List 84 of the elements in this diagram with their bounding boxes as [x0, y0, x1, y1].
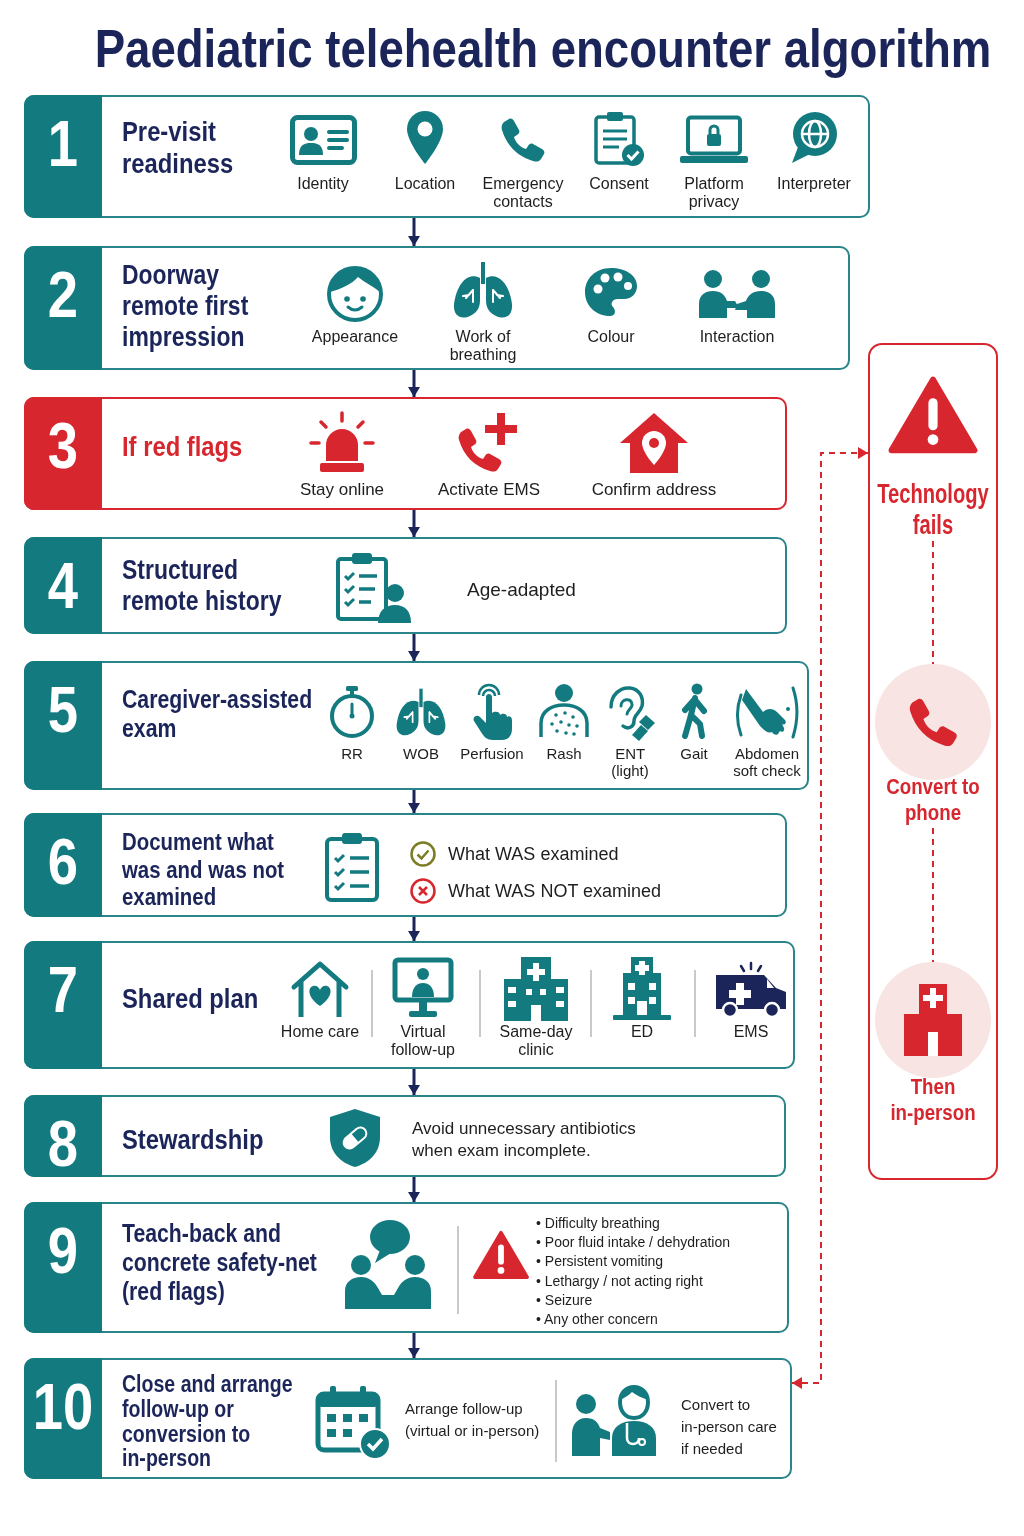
step-number: 7 — [47, 957, 78, 1022]
list-item: • Lethargy / not acting right — [536, 1271, 703, 1290]
item-label: Identity — [297, 175, 349, 194]
step-number: 9 — [47, 1218, 78, 1283]
list-item: • Poor fluid intake / dehydration — [536, 1233, 731, 1252]
step-heading: Stewardship — [122, 1124, 264, 1157]
step-card — [24, 95, 870, 218]
arrow — [408, 218, 420, 246]
step-number: 3 — [47, 413, 78, 478]
alert-heading: Technology fails — [876, 479, 990, 541]
step-heading: Close and arrange follow-up or conversion to in-person — [122, 1372, 294, 1472]
arrow — [408, 917, 420, 941]
step-number: 8 — [47, 1111, 78, 1176]
step-card — [24, 1202, 789, 1333]
arrow — [408, 634, 420, 661]
item-label: Rash — [546, 745, 582, 763]
item-label: RR — [341, 745, 363, 763]
list-item: • Seizure — [536, 1290, 593, 1309]
description-text: Avoid unnecessary antibiotics when exam incomplete. — [412, 1118, 637, 1163]
step-heading: Shared plan — [122, 983, 259, 1016]
item-label: Confirm address — [591, 480, 717, 500]
step-heading: Document what was and was not examined — [122, 828, 286, 911]
dashed-double-headed-arrow — [791, 447, 869, 1389]
item-label: EMS — [733, 1023, 769, 1042]
description-text: Convert to in-person care if needed — [681, 1395, 778, 1459]
item-label: Virtual follow-up — [390, 1023, 456, 1060]
step-number: 2 — [47, 262, 78, 327]
dashed-line — [932, 540, 934, 665]
item-label: Colour — [587, 328, 635, 347]
step-card — [24, 941, 795, 1069]
item-label: Work of breathing — [448, 328, 518, 365]
step-number: 5 — [47, 677, 78, 742]
item-label: Perfusion — [460, 745, 524, 763]
item-label: Abdomen soft check — [732, 745, 802, 780]
step-heading: Caregiver-assisted exam — [122, 685, 314, 743]
step-card — [24, 537, 787, 634]
arrow — [408, 1333, 420, 1358]
item-label: Gait — [680, 745, 708, 763]
arrow — [408, 510, 420, 537]
step-heading: If red flags — [122, 431, 243, 464]
checklist-item: What WAS examined — [448, 844, 619, 865]
arrow — [408, 1177, 420, 1202]
item-label: ENT (light) — [610, 745, 650, 780]
step-heading: Teach-back and concrete safety-net (red flags) — [122, 1219, 318, 1306]
step-card — [24, 661, 809, 790]
step-card — [24, 1358, 792, 1479]
step-number: 10 — [32, 1374, 93, 1439]
item-label: ED — [630, 1023, 654, 1042]
item-label: Home care — [280, 1023, 360, 1042]
step-label: Convert to phone — [885, 774, 981, 827]
step-number: 1 — [47, 111, 78, 176]
step-label: Then in-person — [889, 1074, 977, 1127]
description-text: Age-adapted — [467, 579, 576, 601]
dashed-line — [932, 827, 934, 963]
item-label: Stay online — [299, 480, 385, 500]
step-card — [24, 397, 787, 510]
list-item: • Difficulty breathing — [536, 1214, 660, 1233]
arrow — [408, 790, 420, 813]
step-number: 6 — [47, 829, 78, 894]
list-item: • Persistent vomiting — [536, 1252, 664, 1271]
step-number: 4 — [47, 553, 78, 618]
item-label: Location — [394, 175, 456, 194]
step-card — [24, 246, 850, 370]
list-item: • Any other concern — [536, 1310, 658, 1329]
step-heading: Pre-visit readiness — [122, 116, 235, 181]
checklist-item: What WAS NOT examined — [448, 881, 662, 902]
title: Paediatric telehealth encounter algorithm — [94, 20, 992, 79]
item-label: Same-day clinic — [498, 1023, 574, 1060]
arrow — [408, 1069, 420, 1095]
step-card — [24, 813, 787, 917]
description-text: Arrange follow-up (virtual or in-person) — [405, 1399, 541, 1441]
step-card — [24, 1095, 786, 1177]
item-label: Interpreter — [777, 175, 851, 194]
item-label: WOB — [403, 745, 439, 763]
item-label: Interaction — [699, 328, 775, 347]
item-label: Emergency contacts — [481, 175, 565, 212]
item-label: Consent — [589, 175, 649, 194]
item-label: Activate EMS — [437, 480, 541, 500]
arrow — [408, 370, 420, 397]
side-panel — [868, 343, 998, 1180]
step-heading: Structured remote history — [122, 555, 283, 618]
item-label: Platform privacy — [683, 175, 745, 212]
step-heading: Doorway remote first impression — [122, 260, 250, 354]
item-label: Appearance — [311, 328, 399, 347]
